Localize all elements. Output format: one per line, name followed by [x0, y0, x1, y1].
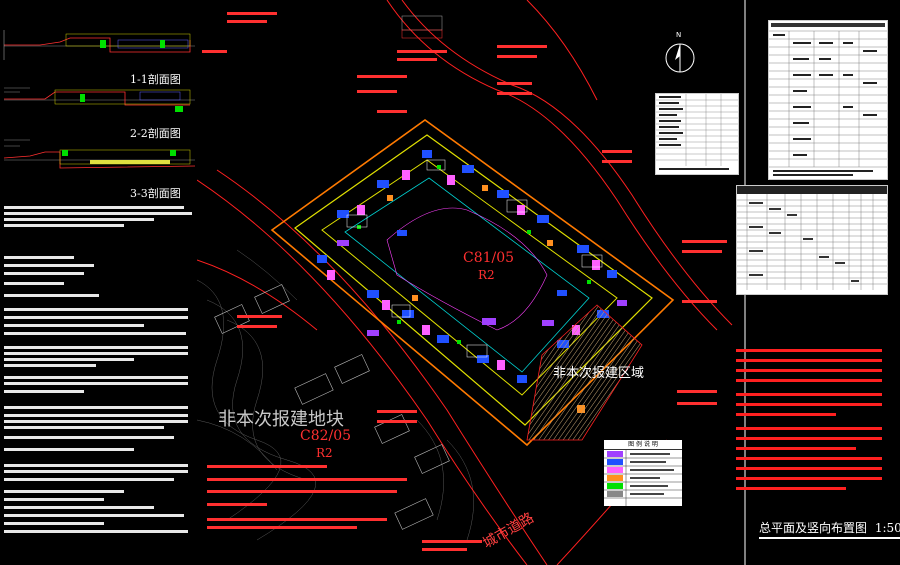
secondary-plot-zone: R2	[316, 446, 333, 460]
main-plot-code: C81/05	[463, 250, 515, 266]
excluded-area-label: 非本次报建区域	[553, 366, 645, 381]
section-1-label: 1-1剖面图	[130, 73, 181, 86]
section-2-label: 2-2剖面图	[130, 127, 181, 140]
site-notes-red	[207, 465, 407, 529]
economic-indicators-table	[768, 20, 888, 180]
legend-box: 图 例 说 明	[604, 440, 682, 506]
north-arrow-icon	[665, 43, 695, 73]
site-plan	[197, 0, 746, 565]
unit-schedule-table	[736, 185, 888, 295]
legend-title: 图 例 说 明	[604, 440, 682, 450]
site-boundary	[270, 119, 675, 447]
excluded-area-hatch	[526, 304, 643, 441]
drawing-title-text: 总平面及竖向布置图	[759, 521, 868, 535]
drawing-title: 总平面及竖向布置图 1:500	[759, 519, 900, 539]
design-notes-panel	[0, 200, 197, 565]
section-drawings-panel: 1-1剖面图 2-2剖面图 3-3剖面图	[0, 0, 197, 200]
section-profiles	[3, 30, 196, 169]
excluded-block-label: 非本次报建地块	[218, 409, 344, 430]
general-notes-red	[736, 345, 886, 495]
secondary-plot-code: C82/05	[300, 428, 352, 444]
section-3-label: 3-3剖面图	[130, 187, 181, 200]
neighbor-buildings	[214, 284, 450, 530]
drawing-scale: 1:500	[874, 521, 900, 535]
north-label: N	[676, 31, 682, 39]
index-table-small	[655, 93, 739, 175]
main-plot-zone: R2	[478, 268, 495, 282]
terrain-hatch	[197, 249, 474, 541]
